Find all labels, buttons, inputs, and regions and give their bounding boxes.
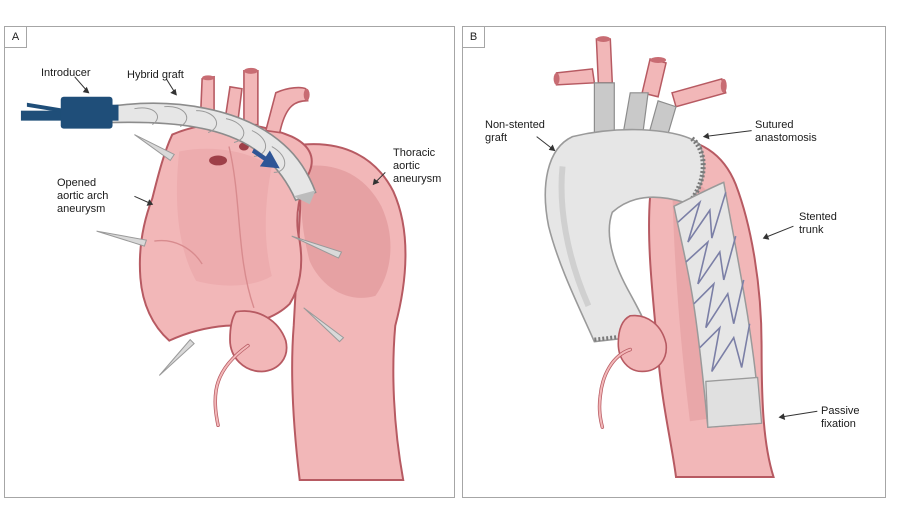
label-non-stented-graft: Non-stented graft [485, 119, 545, 144]
passive-fixation-segment [705, 376, 763, 428]
graft-highlight [558, 166, 592, 307]
label-thoracic-aneurysm: Thoracic aortic aneurysm [393, 147, 442, 185]
lower-tissue [229, 310, 288, 373]
sutured-anastomosis [684, 136, 706, 209]
label-introducer: Introducer [41, 67, 91, 79]
lower-tissue-b [617, 314, 668, 373]
panel-a-callout-arrows [74, 76, 386, 206]
thoracic-aneurysm-shade [300, 165, 391, 298]
panel-a-illustration [20, 67, 407, 482]
panel-b-illustration [536, 36, 818, 478]
retraction-sutures [96, 134, 345, 376]
supra-aortic-vessels-b [553, 36, 727, 142]
panel-b-callout-arrows [536, 130, 818, 421]
label-stented-trunk: Stented trunk [799, 211, 837, 236]
stent-rings [677, 192, 751, 372]
introducer-device [20, 96, 119, 129]
arch-ostium-1 [209, 155, 228, 166]
panel-a: A [4, 26, 455, 498]
small-branch-vessel-inner [214, 344, 249, 427]
opened-arch-shade [176, 148, 272, 286]
small-branch-vessel-b-inner [598, 348, 632, 429]
panel-b: B [462, 26, 886, 498]
arch-wall-fold-2 [154, 239, 203, 265]
hybrid-graft [107, 102, 317, 205]
label-opened-arch-aneurysm: Opened aortic arch aneurysm [57, 177, 109, 215]
label-sutured-anastomosis: Sutured anastomosis [755, 119, 817, 144]
panel-b-letter: B [463, 27, 485, 48]
arch-wall-fold [228, 146, 255, 309]
label-hybrid-graft: Hybrid graft [127, 69, 184, 81]
panel-a-letter: A [5, 27, 27, 48]
direction-arrow [251, 148, 280, 169]
label-passive-fixation: Passive fixation [821, 405, 860, 430]
